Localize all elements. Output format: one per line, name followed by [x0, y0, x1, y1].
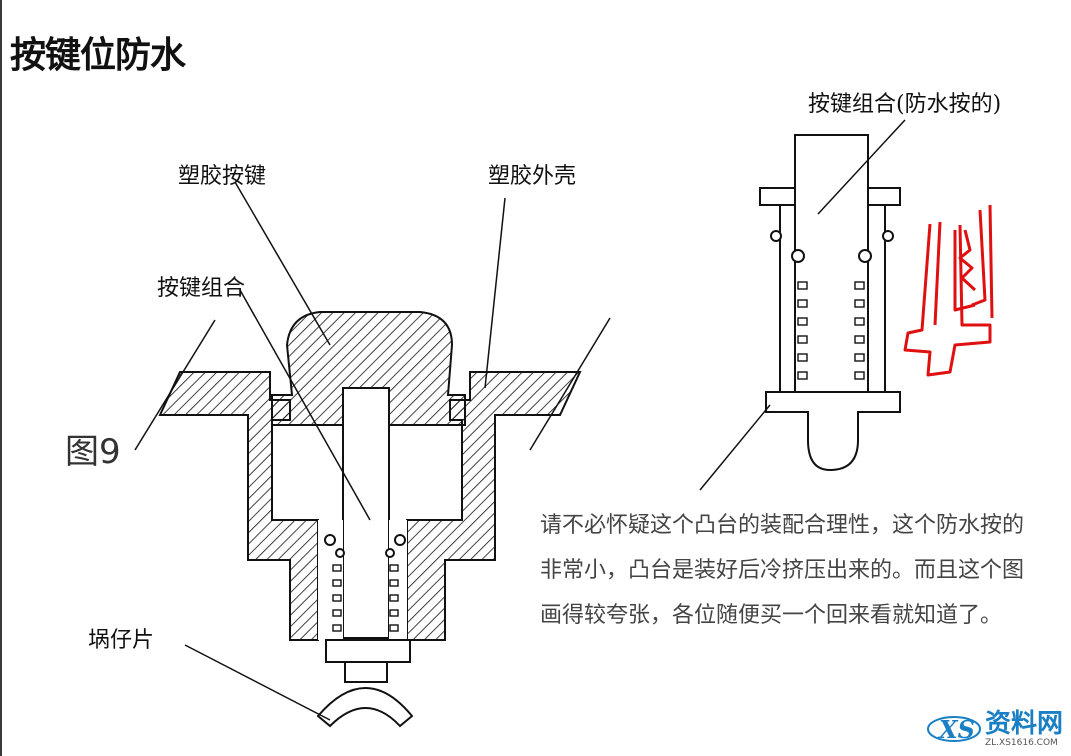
watermark-logo-icon: XS — [926, 715, 981, 744]
dome-clip — [316, 687, 414, 728]
spring-left — [332, 564, 342, 632]
label-plastic-key: 塑胶按键 — [178, 164, 267, 189]
label-key-assembly: 按键组合 — [157, 276, 246, 301]
right-diagram — [699, 119, 906, 491]
housing-outline — [759, 134, 901, 472]
label-waterproof-assembly: 按键组合(防水按的) — [808, 92, 1002, 117]
watermark-main: 资料网 — [984, 709, 1063, 739]
label-plastic-shell: 塑胶外壳 — [488, 164, 577, 189]
left-border — [0, 0, 2, 756]
shell-left — [158, 371, 319, 641]
watermark: XS 资料网 ZL.XS1616.COM — [925, 708, 1063, 750]
label-dome-clip: 埚仔片 — [88, 628, 155, 653]
note-text: 请不必怀疑这个凸台的装配合理性，这个防水按的 非常小，凸台是装好后冷挤压出来的。… — [540, 503, 1060, 638]
note-line-2: 非常小，凸台是装好后冷挤压出来的。而且这个图 — [540, 558, 1025, 583]
watermark-url: ZL.XS1616.COM — [984, 738, 1058, 748]
left-diagram — [134, 181, 611, 728]
plunger — [342, 387, 390, 639]
plastic-key — [271, 311, 466, 426]
note-line-3: 画得较夸张，各位随便买一个回来看就知道了。 — [540, 603, 1003, 628]
watermark-logo-text: XS — [937, 715, 975, 744]
note-line-1: 请不必怀疑这个凸台的装配合理性，这个防水按的 — [540, 513, 1025, 538]
figure-label: 图9 — [65, 432, 121, 472]
spring-right — [389, 564, 399, 632]
page-title: 按键位防水 — [10, 35, 186, 76]
red-annotation-sketch — [903, 204, 994, 377]
